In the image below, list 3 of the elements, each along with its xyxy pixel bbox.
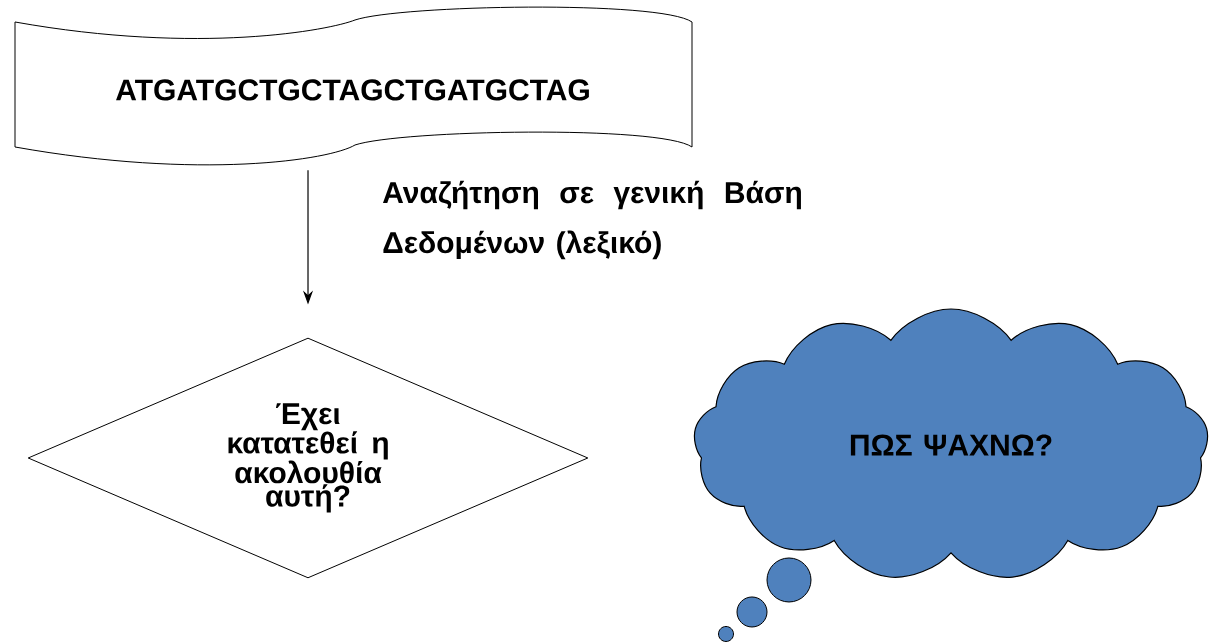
punched-tape-box: ATGATGCTGCTAGCTGATGCTAG	[14, 6, 693, 166]
edge-label: Αναζήτηση σε γενική Βάση Δεδομένων (λεξικό)	[382, 180, 801, 260]
thought-cloud: ΠΩΣ ΨΑΧΝΩ?	[693, 308, 1209, 578]
